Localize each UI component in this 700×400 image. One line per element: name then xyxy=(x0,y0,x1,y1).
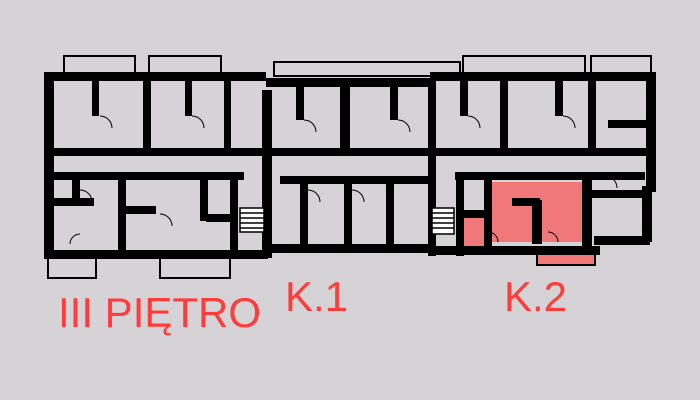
doors xyxy=(69,115,618,245)
floor-label: III PIĘTRO xyxy=(58,289,262,336)
apartment-label-k1: K.1 xyxy=(285,273,349,320)
apartment-label-k2: K.2 xyxy=(504,273,568,320)
stairs xyxy=(239,207,455,235)
walls xyxy=(44,72,656,259)
k2-apartment-highlight xyxy=(463,182,582,254)
